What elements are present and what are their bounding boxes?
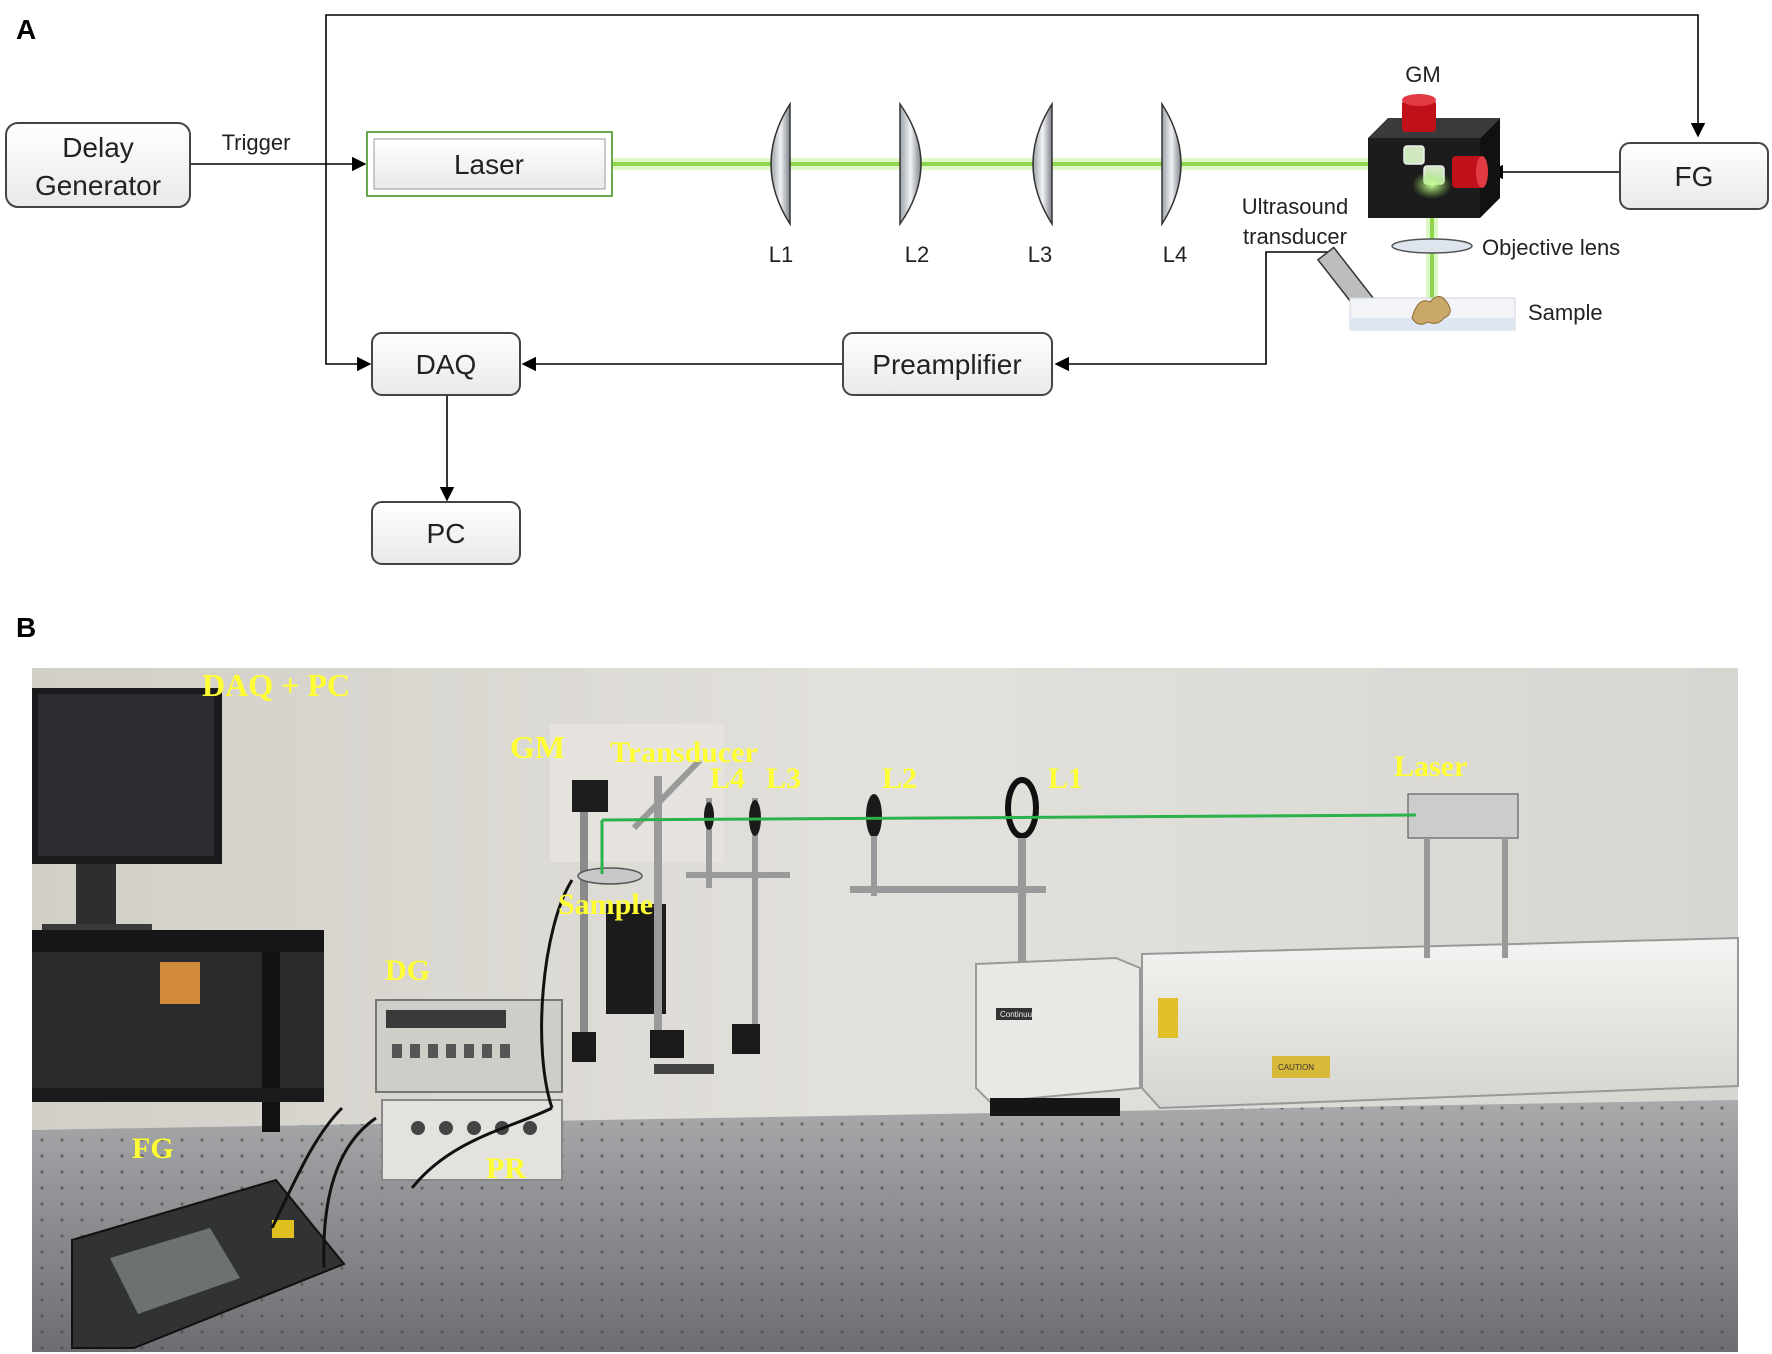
preamplifier-label: Preamplifier [872, 349, 1021, 380]
fg-block: FG [1619, 142, 1769, 210]
transducer-label-line2: transducer [1243, 224, 1347, 249]
panel-a-label: A [16, 14, 37, 45]
laser-power-unit: Continuum [975, 956, 1141, 1116]
photo-label-sample: Sample [558, 888, 653, 921]
daq-label: DAQ [416, 349, 477, 380]
pc-label: PC [427, 518, 466, 549]
transducer-label-line1: Ultrasound [1242, 194, 1348, 219]
laser-label: Laser [454, 149, 524, 180]
lens-l4 [1161, 101, 1182, 227]
objective-lens-label: Objective lens [1482, 235, 1620, 260]
sample-label: Sample [1528, 300, 1603, 325]
photo-label-transducer: Transducer [610, 736, 758, 769]
trigger-label: Trigger [222, 130, 291, 155]
panel-b-photo: Continuum CAUTION DAQ + PC GM Transducer… [32, 668, 1739, 1352]
transducer-to-preamp-line [1054, 251, 1338, 372]
photo-label-l1: L1 [1048, 762, 1083, 795]
top-bus-line [325, 14, 1706, 164]
objective-lens [1391, 238, 1473, 254]
delay-generator-label-line1: Delay [62, 132, 134, 163]
lens-l2 [899, 101, 922, 227]
delay-generator-instrument [375, 999, 563, 1093]
photo-label-pr: PR [486, 1152, 526, 1185]
photo-label-l4: L4 [710, 762, 745, 795]
laser-head: CAUTION [1141, 793, 1739, 1110]
l1-label: L1 [769, 242, 793, 267]
equipment-cart [32, 930, 324, 1132]
photo-label-l2: L2 [882, 762, 917, 795]
photo-label-gm: GM [510, 729, 565, 765]
galvo-mirror [1368, 94, 1500, 218]
photo-label-daq-pc: DAQ + PC [202, 668, 350, 703]
pc-block: PC [371, 501, 521, 565]
lens-post-l1 [1005, 777, 1039, 968]
transducer-post [631, 757, 714, 1074]
sample-dish [1349, 296, 1516, 331]
connection-lines [190, 14, 1706, 502]
photo-label-l3: L3 [766, 762, 801, 795]
laser-block: Laser [366, 131, 613, 197]
cables [270, 879, 574, 1269]
panel-b-label: B [16, 612, 37, 643]
daq-block: DAQ [371, 332, 521, 396]
l2-label: L2 [905, 242, 929, 267]
gm-label: GM [1405, 62, 1440, 87]
photo-label-laser: Laser [1394, 750, 1467, 783]
l3-label: L3 [1028, 242, 1052, 267]
panel-a-diagram: Delay Generator Trigger Laser L1 L2 L3 L… [5, 14, 1769, 565]
photo-label-dg: DG [385, 954, 430, 987]
photo-laser-beam [600, 813, 1417, 874]
photo-label-fg: FG [132, 1132, 174, 1165]
caution-sticker-text: CAUTION [1278, 1063, 1314, 1072]
l4-label: L4 [1163, 242, 1187, 267]
delay-generator-label-line2: Generator [35, 170, 161, 201]
preamplifier-block: Preamplifier [842, 332, 1053, 396]
computer-monitor [32, 688, 222, 932]
fg-label: FG [1675, 161, 1714, 192]
delay-generator-block: Delay Generator [5, 122, 191, 208]
lens-l1 [770, 101, 791, 227]
lens-l3 [1032, 101, 1053, 227]
lens-post-l2 [850, 794, 1046, 896]
left-bus-line [325, 164, 372, 372]
laser-brand-text: Continuum [1000, 1010, 1039, 1019]
